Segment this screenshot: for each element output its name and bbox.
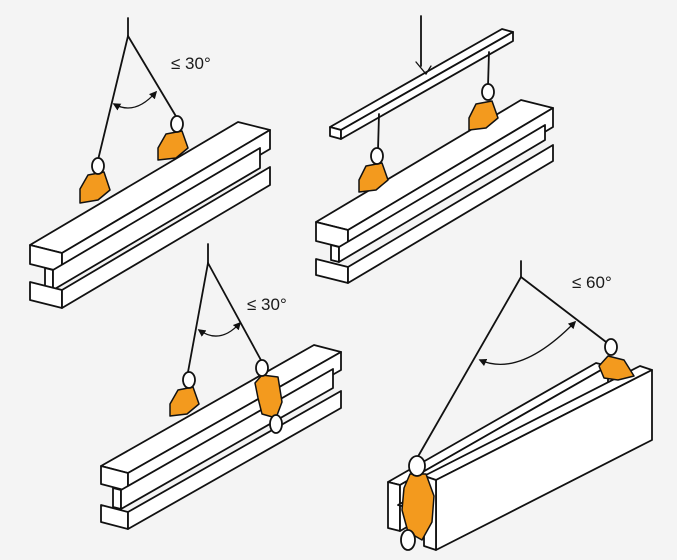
i-beam-icon	[100, 344, 342, 530]
angle-label: ≤ 30°	[247, 295, 287, 314]
lifting-clamp-icon	[254, 359, 283, 434]
diagram-vertical-beam-bottom-right: ≤ 60°	[387, 260, 653, 551]
diagram-two-leg-sling-bottom-left: ≤ 30°	[100, 243, 342, 530]
sling-leg-right	[520, 276, 611, 346]
angle-arrow-icon	[478, 320, 577, 367]
lifting-clamp-icon	[169, 371, 200, 417]
lifting-clamp-icon	[598, 338, 635, 381]
sling-leg-right	[207, 262, 263, 363]
angle-arrow-icon	[112, 90, 158, 111]
hook-icon	[415, 61, 432, 76]
hanger-line-left	[377, 113, 380, 151]
angle-label: ≤ 30°	[171, 54, 211, 73]
angle-label: ≤ 60°	[572, 273, 612, 292]
i-beam-icon	[387, 362, 653, 551]
spreader-bar-icon	[329, 28, 514, 140]
hanger-line-right	[487, 51, 490, 87]
diagram-two-leg-sling-top-left: ≤ 30°	[29, 17, 271, 309]
sling-leg-left	[97, 35, 129, 161]
lifting-clamp-icon	[79, 157, 111, 204]
i-beam-icon	[29, 121, 271, 309]
angle-arrow-icon	[197, 321, 242, 337]
sling-leg-left	[415, 276, 522, 461]
lifting-clamp-icon	[157, 115, 189, 161]
i-beam-icon	[315, 99, 554, 284]
lifting-clamp-icon	[400, 455, 435, 551]
sling-leg-left	[187, 262, 209, 373]
diagram-spreader-bar-top-right	[315, 15, 554, 284]
lifting-clamp-icon	[468, 83, 499, 131]
lifting-clamp-icon	[358, 147, 389, 193]
sling-leg-right	[127, 35, 178, 119]
